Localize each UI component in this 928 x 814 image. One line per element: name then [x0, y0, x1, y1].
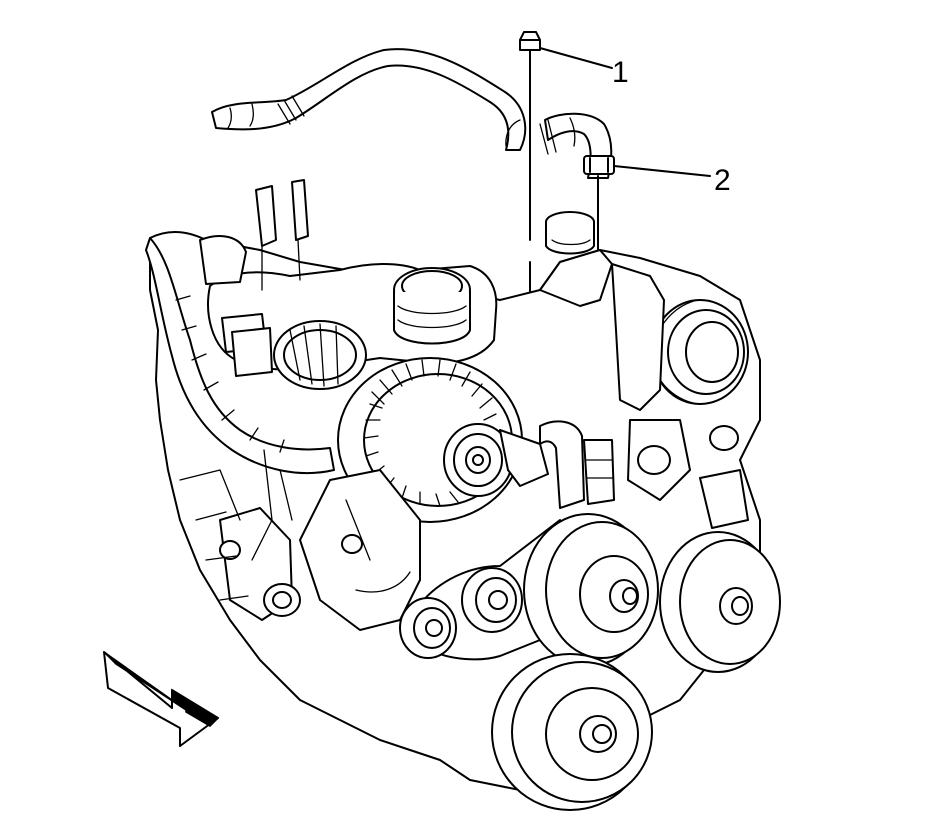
bolt [519, 31, 541, 63]
hose-clamp [583, 155, 615, 175]
front-of-vehicle-arrow-icon [103, 651, 220, 747]
callout-1: 1 [612, 56, 629, 89]
water-pump-pulley [659, 531, 781, 673]
crankshaft-balancer [491, 653, 653, 811]
pcv-hose-left [211, 48, 527, 151]
power-steering-pulley [523, 513, 659, 667]
tensioner-pulley [461, 567, 523, 633]
callout-2: 2 [714, 164, 731, 197]
engine-block [145, 179, 761, 791]
leader-lines [539, 47, 711, 177]
idler-pulley-left [399, 597, 457, 659]
callouts: 1 2 [612, 56, 731, 197]
